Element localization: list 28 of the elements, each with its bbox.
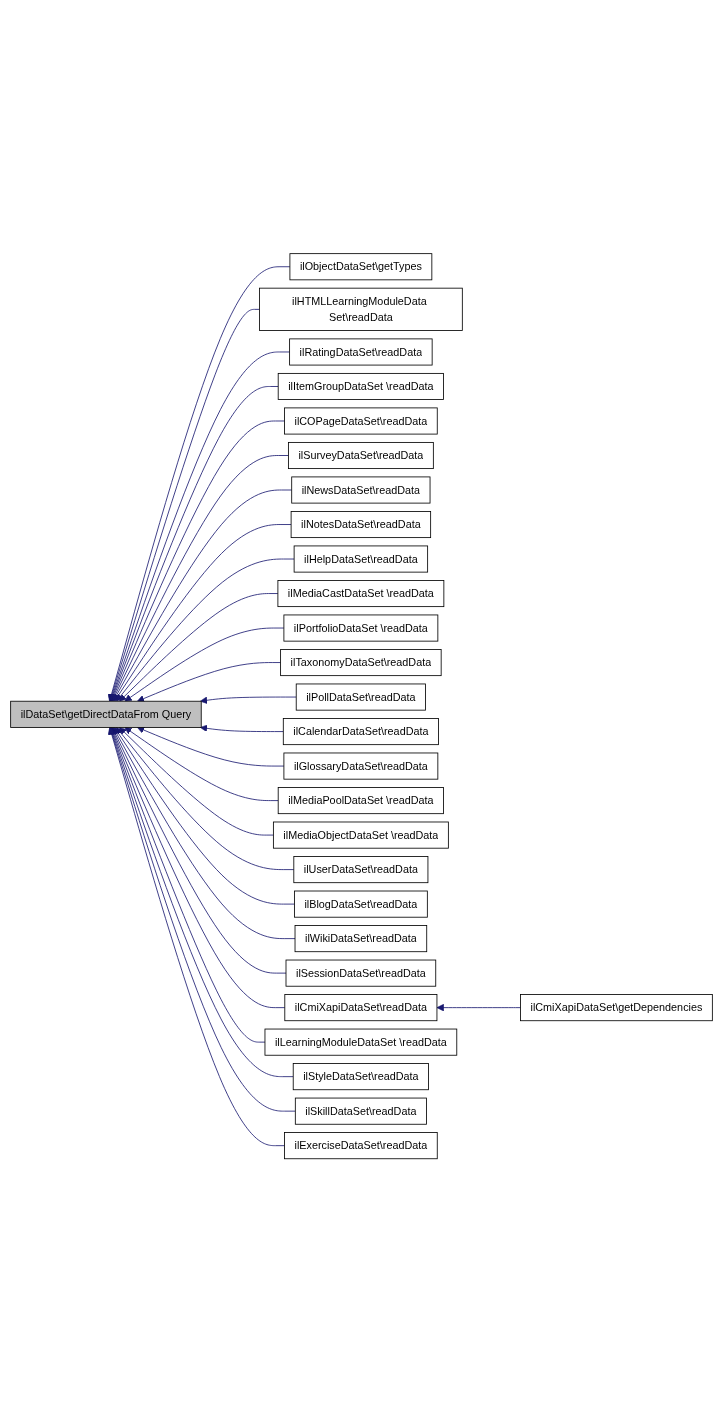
node-box: ilItemGroupDataSet \readData	[277, 373, 444, 401]
node-box: ilDataSet\getDirectDataFrom Query	[10, 701, 202, 729]
node-box: ilTaxonomyDataSet\readData	[280, 649, 442, 677]
node-box: ilStyleDataSet\readData	[292, 1063, 429, 1091]
node-box: ilMediaCastDataSet \readData	[277, 580, 445, 608]
node-box: ilSkillDataSet\readData	[294, 1097, 427, 1125]
node-box: ilMediaPoolDataSet \readData	[277, 787, 444, 815]
node-box: ilNewsDataSet\readData	[291, 476, 431, 504]
node-box: ilGlossaryDataSet\readData	[283, 752, 439, 780]
node-box: ilCOPageDataSet\readData	[284, 407, 438, 435]
node-box: ilCalendarDataSet\readData	[282, 718, 439, 746]
node-box: ilMediaObjectDataSet \readData	[272, 821, 449, 849]
node-box: ilPortfolioDataSet \readData	[283, 614, 439, 642]
node-box: ilBlogDataSet\readData	[294, 890, 428, 918]
node-box: ilObjectDataSet\getTypes	[289, 253, 433, 281]
node-box: ilExerciseDataSet\readData	[284, 1132, 438, 1160]
node-box: ilHelpDataSet\readData	[293, 545, 429, 573]
node-box: ilSurveyDataSet\readData	[288, 442, 434, 470]
node-box: ilUserDataSet\readData	[293, 856, 429, 884]
node-box: ilWikiDataSet\readData	[294, 925, 428, 953]
node-box: ilNotesDataSet\readData	[290, 511, 432, 539]
node-box: ilPollDataSet\readData	[295, 683, 426, 711]
node-box: ilCmiXapiDataSet\readData	[284, 994, 438, 1022]
node-box: ilRatingDataSet\readData	[289, 338, 433, 366]
node-box: ilHTMLLearningModuleData Set\readData	[259, 288, 463, 332]
node-box: ilCmiXapiDataSet\getDependencies	[520, 994, 713, 1022]
node-box: ilSessionDataSet\readData	[285, 959, 437, 987]
node-box: ilLearningModuleDataSet \readData	[264, 1028, 458, 1056]
